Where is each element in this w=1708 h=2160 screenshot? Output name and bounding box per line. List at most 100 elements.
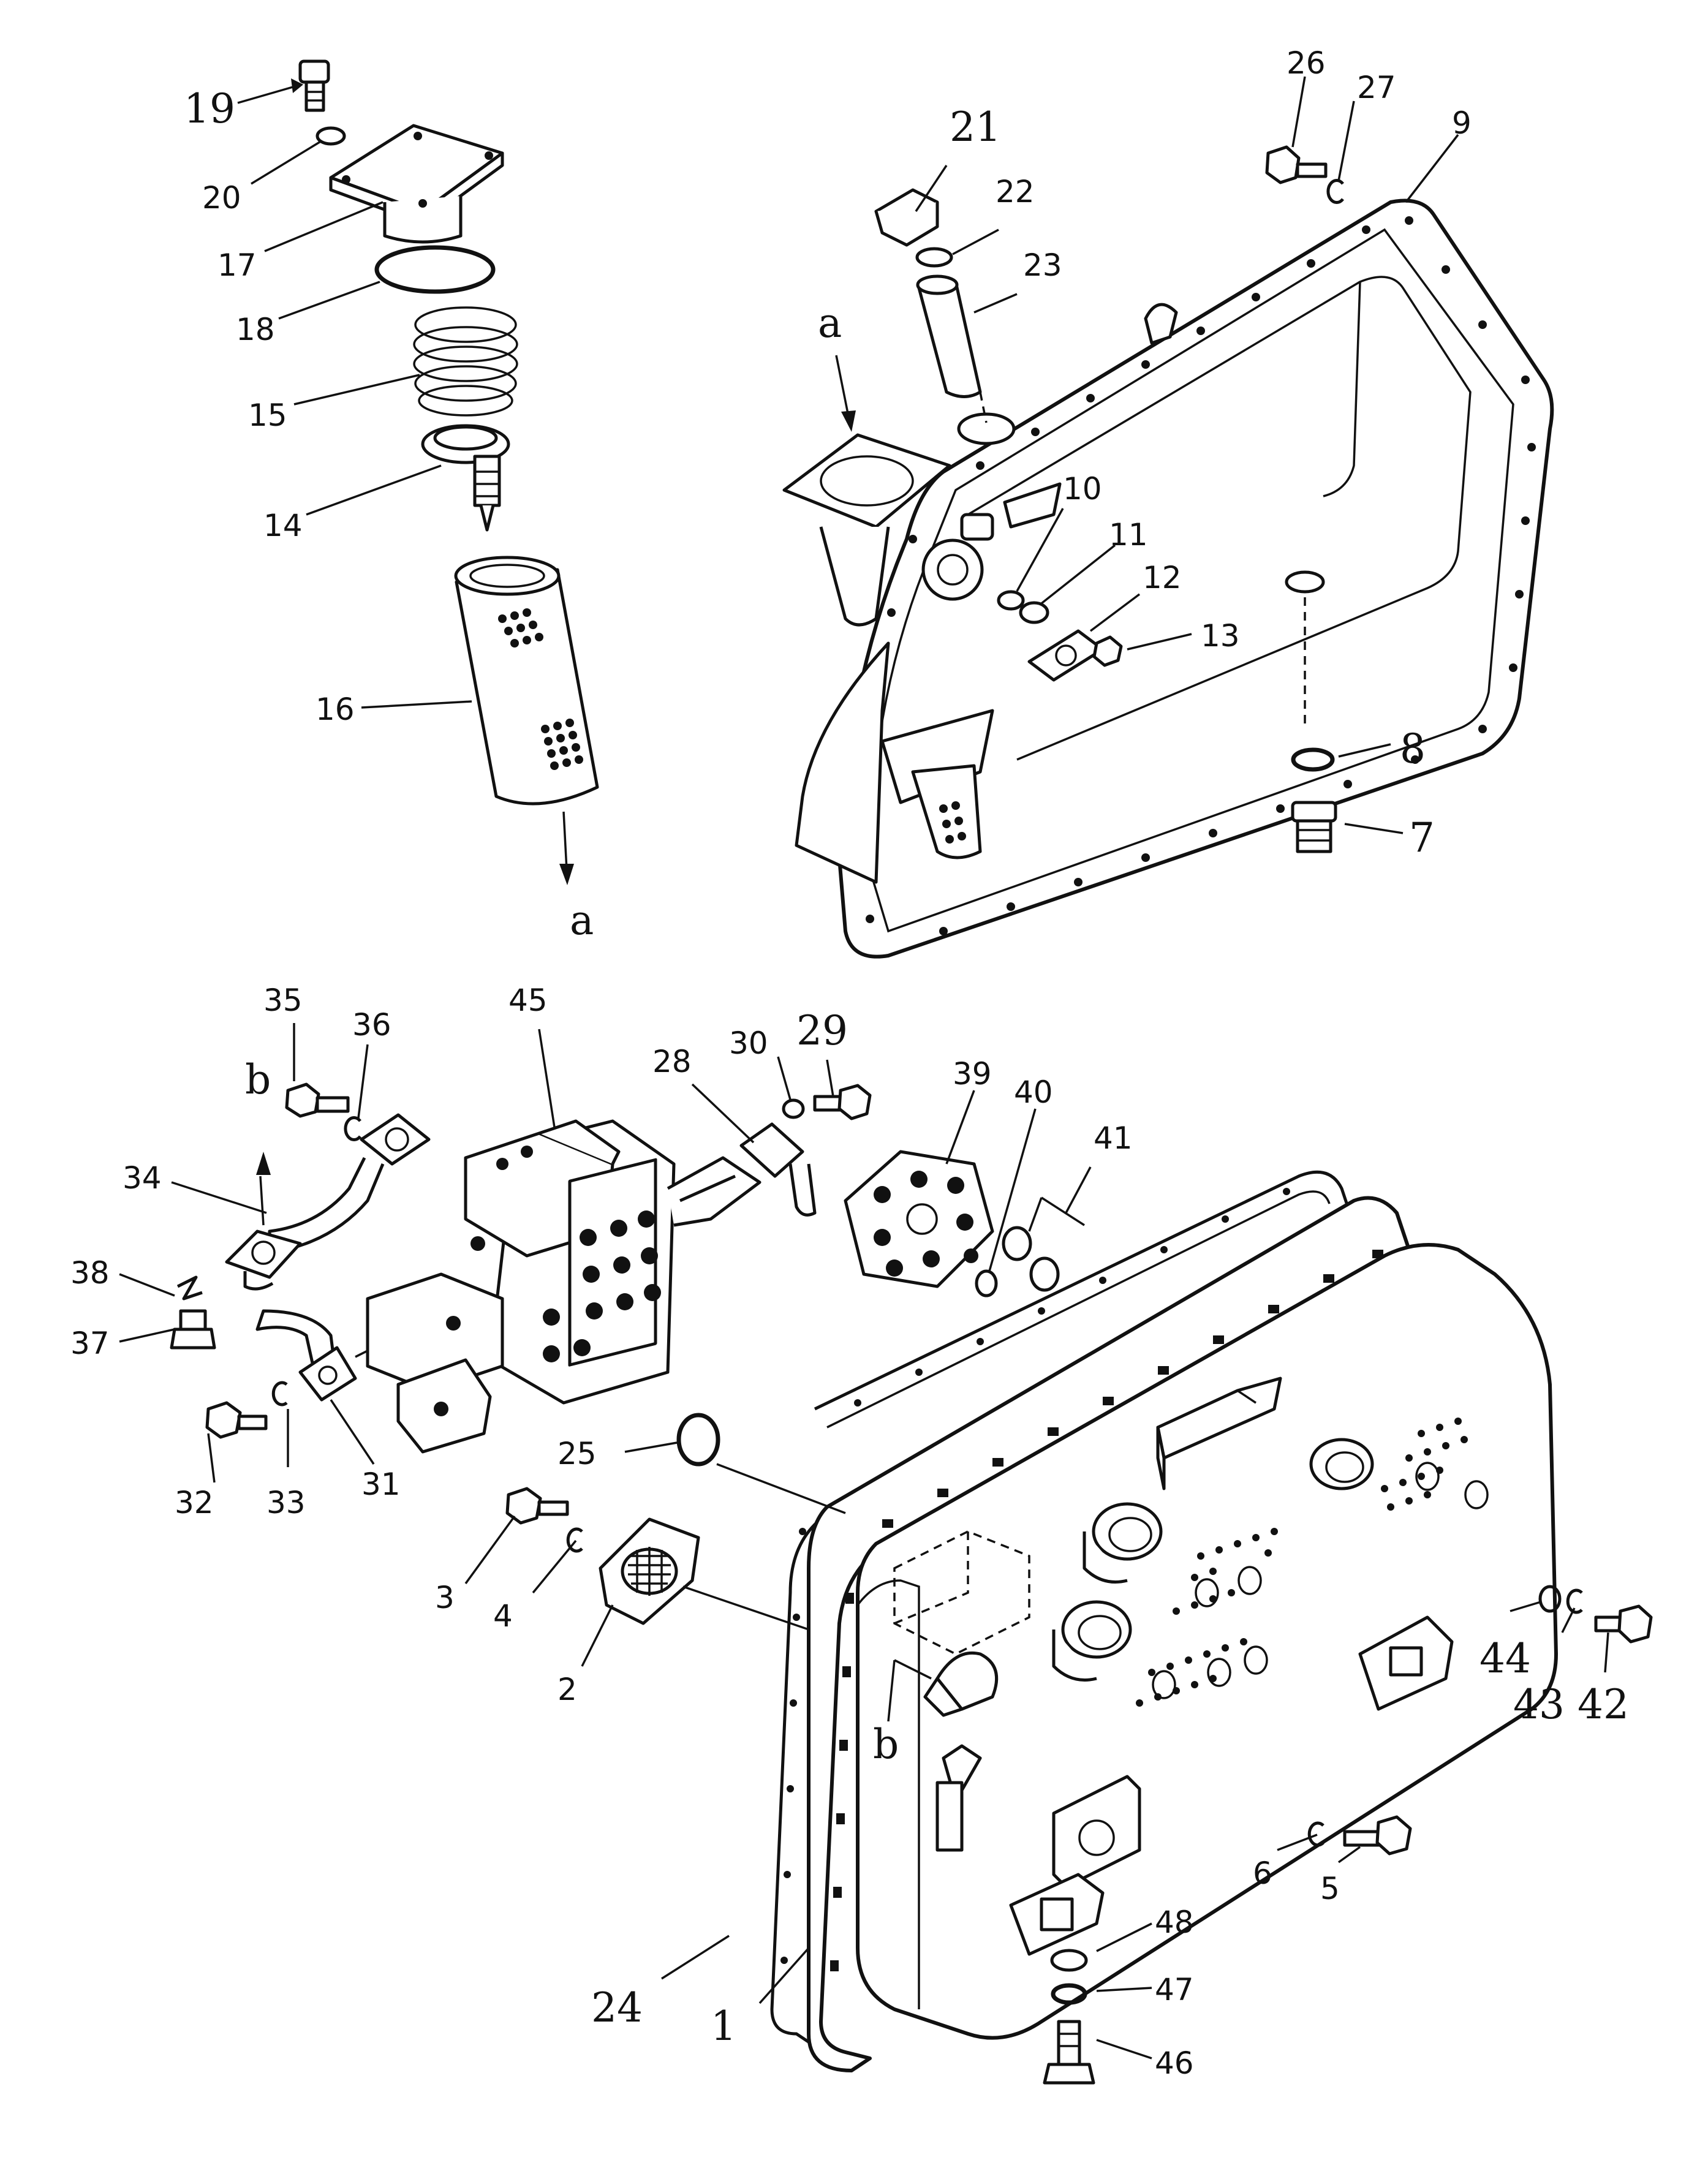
callout-42: 42 — [1578, 1681, 1629, 1728]
o-ring-25 — [676, 1413, 720, 1467]
o-ring-41b — [1029, 1256, 1060, 1292]
bolt-5 — [1343, 1815, 1412, 1856]
callout-38: 38 — [70, 1255, 110, 1291]
callout-27: 27 — [1357, 70, 1396, 105]
o-ring-8 — [1291, 747, 1335, 772]
washer-38 — [176, 1275, 203, 1301]
side-bracket — [935, 1744, 982, 1852]
callout-11: 11 — [1109, 517, 1148, 553]
strainer — [911, 764, 982, 859]
callout-1: 1 — [711, 2003, 736, 2050]
callout-35: 35 — [263, 983, 303, 1018]
bolt-35 — [285, 1082, 350, 1118]
pipe-34 — [225, 1113, 431, 1291]
callout-43: 43 — [1513, 1681, 1565, 1728]
callout-47: 47 — [1155, 1972, 1194, 2007]
callout-48: 48 — [1155, 1905, 1194, 1940]
callout-a-lower: a — [570, 897, 594, 944]
washer-20 — [316, 126, 346, 146]
pump-assembly — [170, 1082, 1060, 1454]
callout-b-upper: b — [245, 1056, 271, 1103]
callout-20: 20 — [202, 180, 241, 216]
callout-26: 26 — [1287, 45, 1326, 81]
callout-19: 19 — [184, 85, 235, 132]
callout-15: 15 — [248, 398, 287, 433]
cap-21 — [874, 188, 939, 247]
filter-element-16 — [454, 556, 599, 806]
cover-17 — [329, 124, 504, 244]
o-ring-40 — [975, 1269, 998, 1297]
washer-4 — [566, 1527, 583, 1553]
cover-dot-grid — [1136, 1418, 1468, 1707]
callout-17: 17 — [217, 247, 257, 283]
spring-15 — [413, 306, 518, 417]
washer-43 — [1566, 1588, 1583, 1614]
washer-33 — [271, 1381, 288, 1407]
callout-8: 8 — [1400, 725, 1426, 772]
callout-labels: 19 20 17 18 15 14 16 a 21 22 23 a 26 27 … — [70, 45, 1629, 2081]
cover-bosses — [1052, 1438, 1374, 1682]
foot-right — [1358, 1615, 1454, 1711]
callout-7: 7 — [1409, 814, 1435, 861]
bolt-32 — [205, 1401, 268, 1439]
cover-bracket — [1156, 1376, 1282, 1490]
washer-30 — [782, 1098, 805, 1119]
callout-a-upper: a — [818, 300, 842, 347]
filter-assembly — [298, 59, 599, 885]
callout-29: 29 — [796, 1007, 848, 1054]
o-ring-18 — [374, 245, 496, 294]
callout-41: 41 — [1094, 1120, 1133, 1156]
callout-33: 33 — [266, 1485, 306, 1520]
flange-28 — [739, 1122, 817, 1217]
callout-22: 22 — [996, 174, 1035, 210]
filter-housing — [782, 433, 951, 627]
callout-13: 13 — [1201, 618, 1240, 654]
callout-37: 37 — [70, 1326, 110, 1361]
o-ring-41a — [1002, 1226, 1032, 1261]
nut-13 — [1092, 635, 1123, 667]
washer-47 — [1051, 1983, 1087, 2005]
bottom-bracket — [1052, 1775, 1141, 1889]
callout-24: 24 — [591, 1984, 643, 2031]
pump-body-45 — [366, 1119, 761, 1454]
callout-32: 32 — [175, 1485, 214, 1520]
washer-10 — [997, 590, 1025, 611]
callout-21: 21 — [950, 104, 1001, 151]
bolt-37 — [170, 1309, 216, 1350]
washer-27 — [1326, 179, 1344, 204]
callout-40: 40 — [1014, 1074, 1053, 1110]
callout-44: 44 — [1479, 1635, 1531, 1682]
washer-48 — [1050, 1949, 1088, 1972]
callout-9: 9 — [1452, 105, 1472, 141]
callout-3: 3 — [435, 1580, 455, 1615]
callout-6: 6 — [1253, 1856, 1272, 1891]
washer-11 — [1019, 601, 1049, 624]
washer-6 — [1307, 1821, 1324, 1847]
bolt-42 — [1594, 1604, 1653, 1644]
callout-16: 16 — [316, 692, 355, 727]
washer-44 — [1538, 1585, 1562, 1613]
washer-36 — [344, 1116, 361, 1141]
callout-12: 12 — [1143, 560, 1182, 595]
callout-28: 28 — [652, 1044, 692, 1079]
callout-5: 5 — [1320, 1871, 1340, 1906]
plug-7 — [1291, 801, 1337, 853]
cover-plate-39 — [844, 1150, 994, 1288]
strainer-plate-2 — [599, 1517, 700, 1625]
valve-14 — [421, 424, 510, 532]
callout-30: 30 — [729, 1025, 768, 1061]
leader-lines — [119, 76, 1609, 2060]
cover-ports — [1152, 1462, 1489, 1699]
bolt-19 — [298, 59, 330, 112]
bolt-29 — [813, 1084, 872, 1120]
callout-45: 45 — [508, 983, 548, 1018]
callout-10: 10 — [1063, 471, 1102, 507]
callout-23: 23 — [1023, 247, 1062, 283]
callout-18: 18 — [236, 312, 275, 347]
callout-31: 31 — [361, 1467, 401, 1502]
bolt-46 — [1043, 2020, 1095, 2085]
callout-34: 34 — [123, 1160, 162, 1196]
callout-2: 2 — [557, 1672, 577, 1707]
bolt-26 — [1265, 145, 1328, 184]
